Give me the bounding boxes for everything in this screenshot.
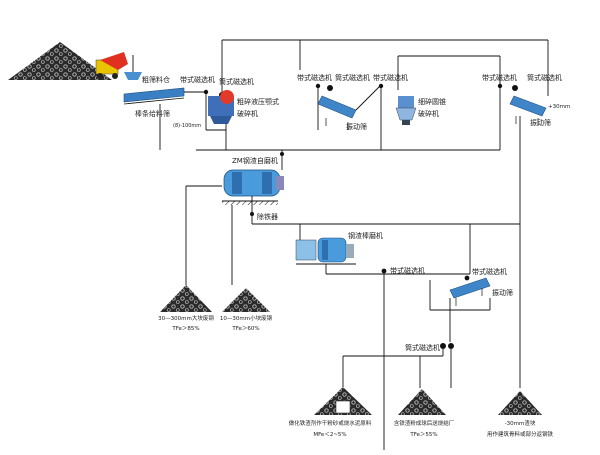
product-4-line2: TFe＞55% [409, 432, 437, 438]
product-1-line2: TFe＞85% [171, 326, 199, 332]
drum-separator-4b [448, 343, 454, 349]
vibrating-screen-1 [317, 95, 357, 130]
cone-crusher [395, 96, 417, 125]
rod-mill-label: 钢渣棒磨机 [348, 231, 383, 240]
drum-separator-2-label: 筒式磁选机 [335, 73, 370, 82]
coarse-bin-label: 粗筛料仓 [142, 75, 170, 84]
jaw-crusher-label-1: 粗碎液压颚式 [237, 97, 279, 106]
cone-crusher-label-2: 破碎机 [418, 109, 439, 118]
belt-separator-2-label: 带式磁选机 [297, 73, 332, 82]
jaw-crusher [208, 90, 234, 124]
rod-feeder [123, 87, 185, 105]
zm-mill-label: ZM钢渣自磨机 [232, 156, 278, 165]
rod-feeder-label: 棒条给料筛 [135, 109, 170, 118]
coarse-bin [124, 72, 142, 80]
size-30-label: +30mm [548, 104, 570, 110]
product-pile-small-scrap [222, 288, 270, 312]
product-pile-iron-powder [398, 389, 446, 415]
belt-separator-6-label: 带式磁选机 [472, 267, 507, 276]
product-pile-large-scrap [160, 285, 212, 312]
belt-separator-1-label: 带式磁选机 [180, 75, 215, 84]
drum-separator-4a [440, 343, 446, 349]
product-2-line1: 10—30mm小块废钢 [220, 314, 273, 322]
drum-separator-3 [512, 85, 518, 91]
belt-separator-5 [381, 268, 387, 274]
size-range-label: (8)-100mm [173, 123, 201, 129]
product-2-line2: TFe＞60% [231, 326, 259, 332]
product-5-line2: 用作建筑骨料或部分返钢铁 [487, 430, 554, 438]
cone-crusher-label-1: 细碎圆锥 [418, 97, 446, 106]
product-3-line2: MFe＜2~5% [313, 432, 346, 438]
zm-autogenous-mill [223, 169, 284, 197]
product-bag-icon [335, 400, 351, 414]
iron-remover-label: 除铁器 [257, 212, 278, 221]
product-pile-slag-block [498, 391, 542, 415]
rod-mill [295, 237, 354, 263]
belt-separator-5-label: 带式磁选机 [390, 266, 425, 275]
product-3-line1: 做化铁渣剂作干粉砂或烧水泥原料 [289, 419, 372, 427]
vibrating-screen-3 [449, 277, 491, 306]
product-4-line1: 含铁渣粉成球后送烧结厂 [394, 419, 455, 427]
vibrating-screen-3-label: 振动筛 [492, 288, 513, 297]
belt-separator-3-label: 带式磁选机 [373, 73, 408, 82]
drum-separator-3-label: 筒式磁选机 [527, 73, 562, 82]
raw-slag-pile [8, 42, 112, 80]
vibrating-screen-2 [509, 95, 547, 126]
dump-truck-icon [95, 52, 128, 79]
belt-separator-4-label: 带式磁选机 [482, 73, 517, 82]
vibrating-screen-1-label: 振动筛 [346, 122, 367, 131]
product-1-line1: 30—300mm大块废钢 [158, 314, 214, 322]
drum-separator-2 [327, 85, 333, 91]
jaw-crusher-label-2: 破碎机 [237, 109, 258, 118]
product-5-line1: -30mm渣块 [505, 419, 536, 427]
drum-separator-1-label: 筒式磁选机 [219, 77, 254, 86]
vibrating-screen-2-label: 振动筛 [530, 118, 551, 127]
mill-foundation [222, 201, 278, 205]
belt-separator-6 [464, 275, 470, 281]
drum-separator-4-label: 筒式磁选机 [405, 343, 440, 352]
